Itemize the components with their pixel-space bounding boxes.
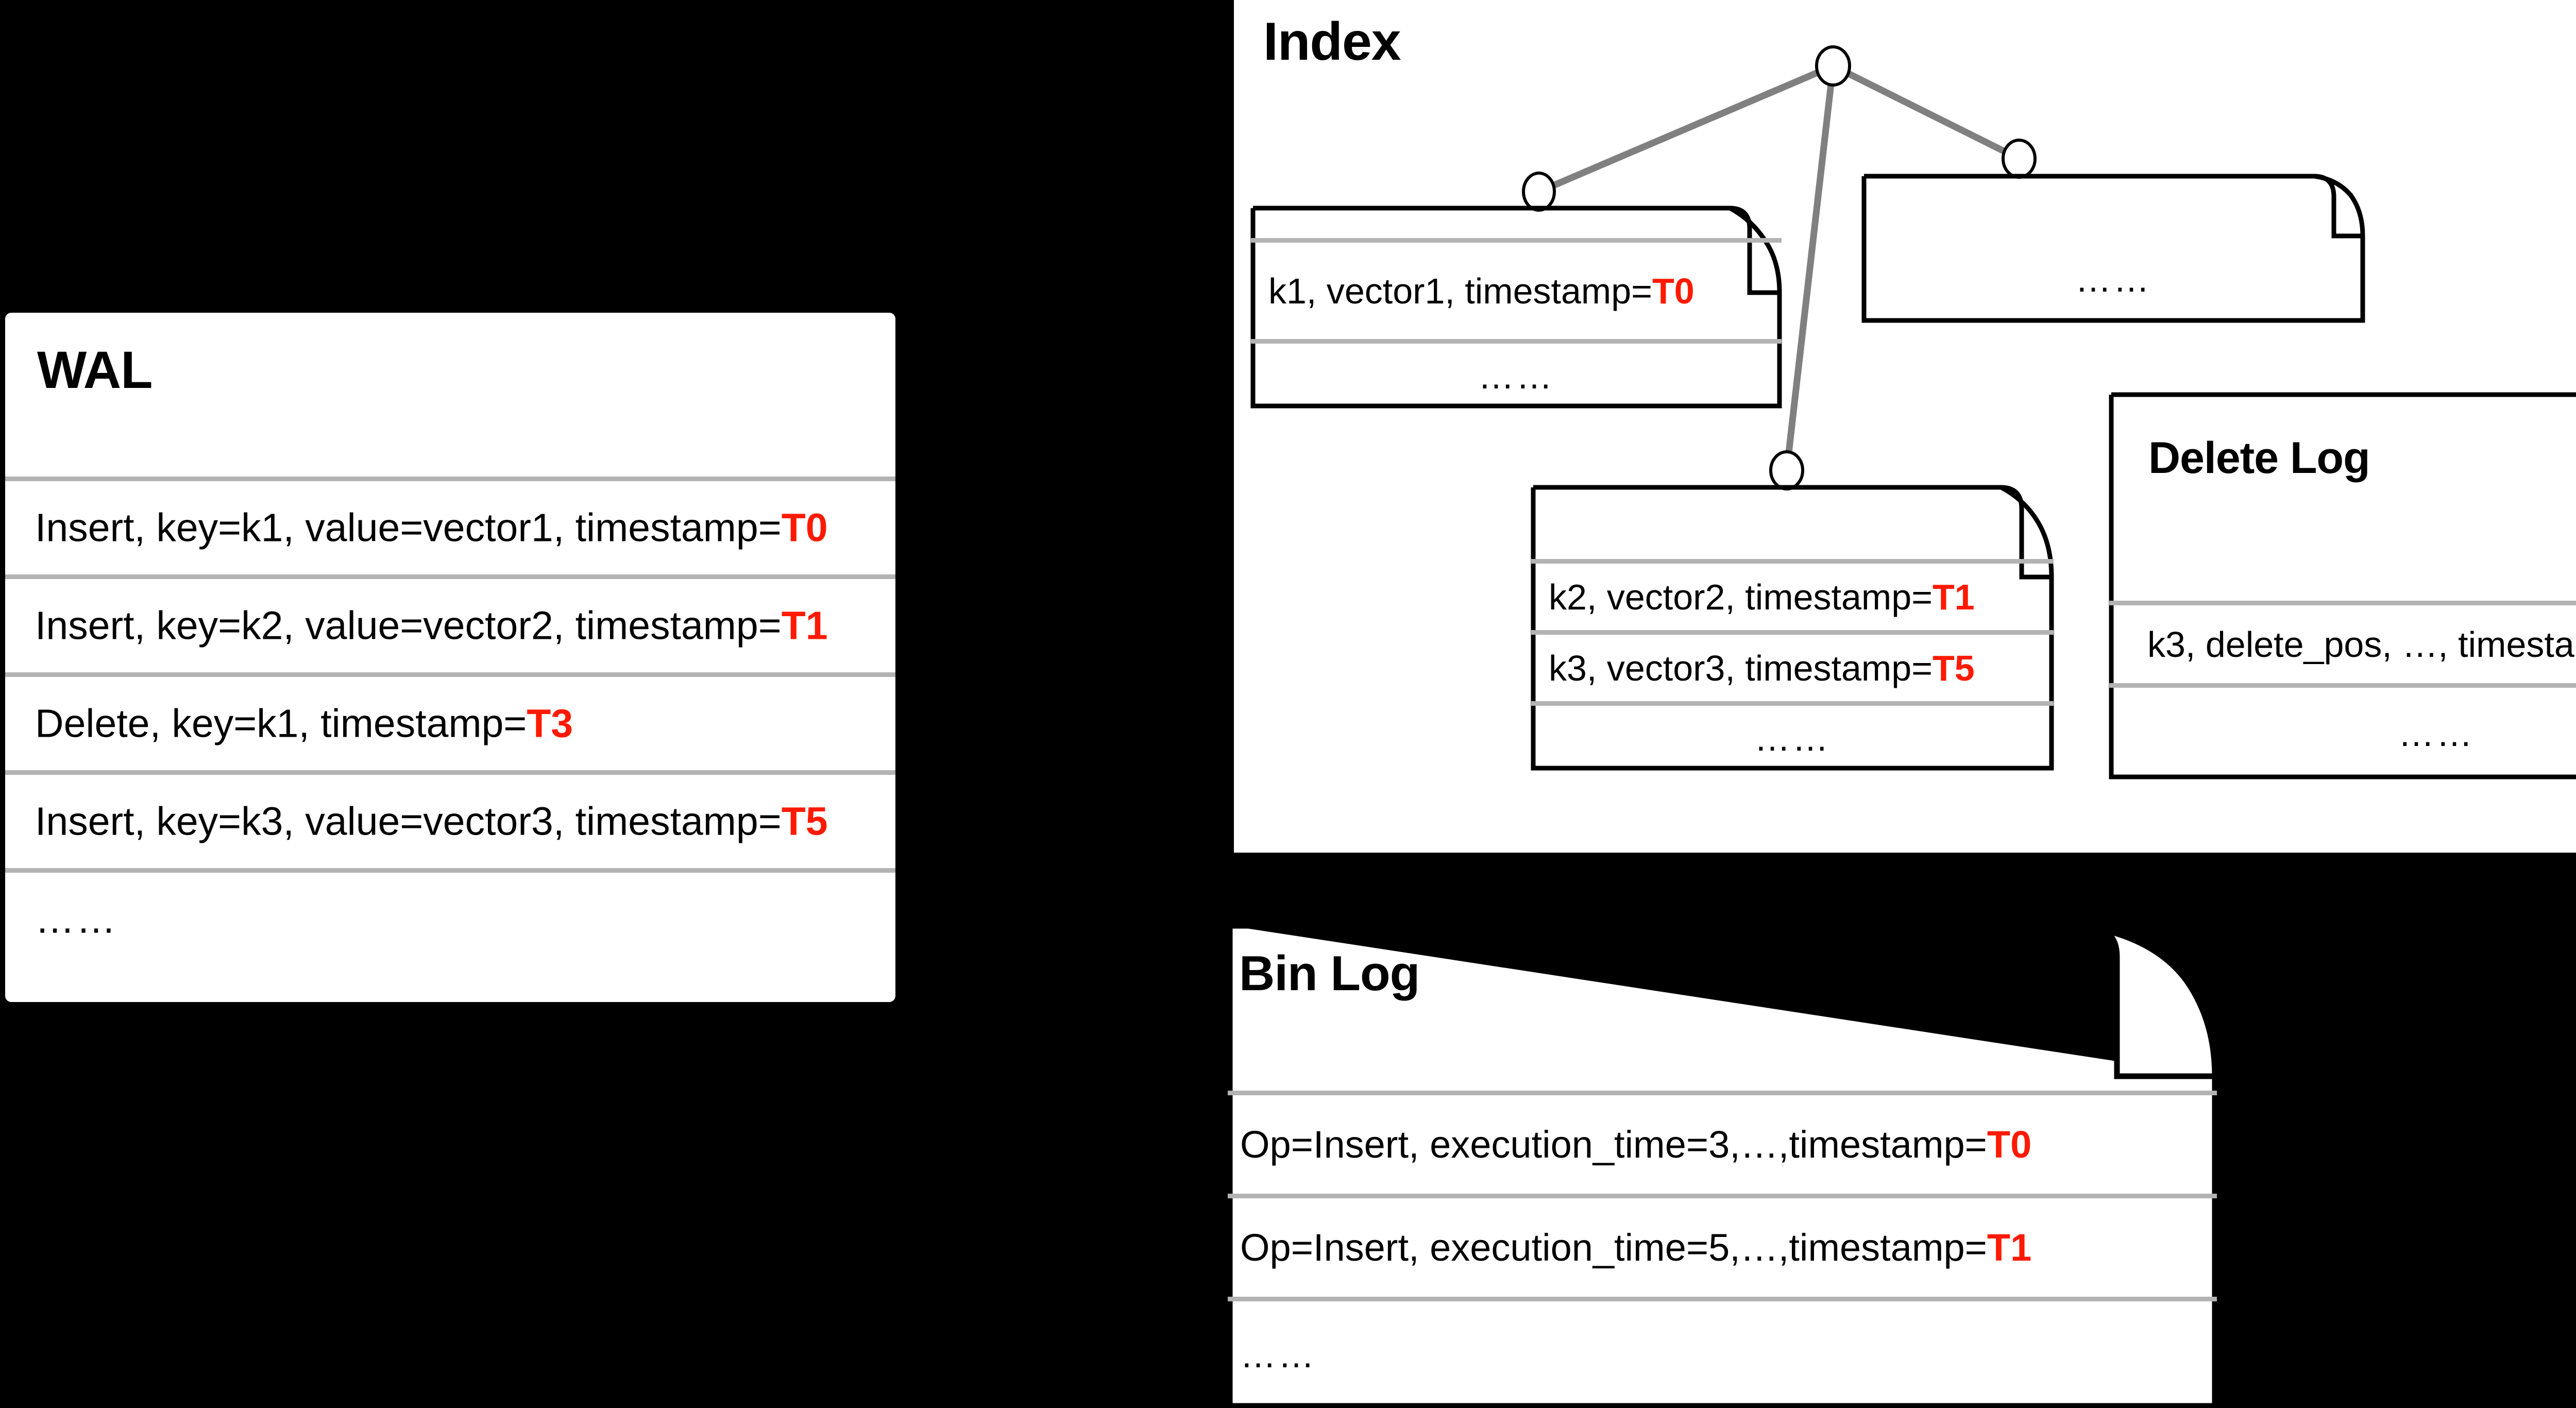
delete-log-title: Delete Log	[2148, 433, 2370, 483]
tree-node-root	[1815, 45, 1851, 87]
wal-row-text: Insert, key=k2, value=vector2, timestamp…	[35, 603, 828, 648]
card-row[interactable]: Op=Insert, execution_time=5,…,timestamp=…	[1228, 1194, 2217, 1297]
timestamp-badge: T3	[527, 701, 573, 745]
card-row-text: ……	[1754, 718, 1831, 758]
bin-log-card[interactable]: Bin Log Op=Insert, execution_time=3,…,ti…	[1227, 923, 2218, 1408]
timestamp-badge: T1	[781, 603, 828, 648]
index-leaf-card-dots[interactable]: ……	[1861, 174, 2365, 323]
timestamp-badge: T5	[781, 799, 828, 843]
index-leaf-card-k2-k3[interactable]: k2, vector2, timestamp=T1 k3, vector3, t…	[1531, 485, 2054, 771]
timestamp-badge: T5	[1933, 648, 1975, 688]
card-row-list: k1, vector1, timestamp=T0 ……	[1251, 238, 1782, 408]
card-row[interactable]: k3, delete_pos, …, timestamp=T3	[2109, 601, 2576, 683]
timestamp-badge: T0	[1987, 1123, 2032, 1166]
wal-title: WAL	[37, 341, 153, 399]
wal-row-text: Delete, key=k1, timestamp=T3	[35, 701, 573, 745]
wal-row-text: ……	[35, 897, 117, 941]
card-row-text: k3, vector3, timestamp=T5	[1549, 648, 1975, 688]
card-row-text: ……	[1240, 1334, 1316, 1375]
card-row[interactable]: k1, vector1, timestamp=T0	[1251, 238, 1782, 339]
folded-page-shape	[2109, 392, 2576, 779]
card-row-text: ……	[1478, 355, 1554, 396]
tree-node-right	[2002, 139, 2037, 179]
bin-log-title: Bin Log	[1239, 946, 1420, 1001]
card-row-text: Op=Insert, execution_time=3,…,timestamp=…	[1240, 1123, 2032, 1166]
wal-row[interactable]: Delete, key=k1, timestamp=T3	[5, 672, 895, 770]
folded-page-shape	[1861, 174, 2365, 323]
card-row-text: Op=Insert, execution_time=5,…,timestamp=…	[1240, 1226, 2032, 1269]
folded-page-shape	[1250, 206, 1782, 409]
card-row-ellipsis: ……	[2109, 683, 2576, 779]
wal-row-list: Insert, key=k1, value=vector1, timestamp…	[5, 477, 895, 966]
index-tree	[1522, 45, 2037, 490]
tree-nodes	[1522, 45, 2037, 490]
card-row-text: k3, delete_pos, …, timestamp=T3	[2147, 624, 2576, 665]
card-row-ellipsis: ……	[1531, 701, 2054, 770]
tree-edges	[1537, 63, 2021, 471]
card-row-text: ……	[2075, 259, 2151, 299]
card-row-text: k1, vector1, timestamp=T0	[1268, 270, 1694, 311]
timestamp-badge: T1	[1933, 576, 1975, 617]
card-row-list: k3, delete_pos, …, timestamp=T3 ……	[2109, 601, 2576, 779]
card-row-text: k2, vector2, timestamp=T1	[1549, 576, 1975, 617]
index-leaf-card-k1[interactable]: k1, vector1, timestamp=T0 ……	[1250, 206, 1782, 409]
card-row-ellipsis: ……	[1251, 339, 1782, 408]
tree-edge-root-left	[1537, 63, 1835, 195]
wal-row-text: Insert, key=k1, value=vector1, timestamp…	[35, 505, 828, 550]
wal-row[interactable]: Insert, key=k2, value=vector2, timestamp…	[5, 574, 895, 672]
card-row[interactable]: k3, vector3, timestamp=T5	[1531, 630, 2054, 701]
folded-page-shape	[1531, 485, 2054, 771]
folded-page-shape	[1227, 923, 2218, 1408]
card-row-list: Op=Insert, execution_time=3,…,timestamp=…	[1228, 1091, 2217, 1408]
card-row-text: ……	[2398, 713, 2475, 754]
wal-row-text: Insert, key=k3, value=vector3, timestamp…	[35, 799, 828, 843]
index-title: Index	[1263, 12, 1401, 72]
wal-row[interactable]: Insert, key=k1, value=vector1, timestamp…	[5, 477, 895, 574]
card-row-ellipsis: ……	[1228, 1297, 2217, 1408]
delete-log-card[interactable]: Delete Log k3, delete_pos, …, timestamp=…	[2109, 392, 2576, 779]
wal-row-ellipsis: ……	[5, 868, 895, 966]
timestamp-badge: T1	[1987, 1226, 2032, 1269]
tree-edge-root-right	[1832, 63, 2021, 162]
timestamp-badge: T0	[781, 505, 828, 550]
tree-node-left	[1522, 172, 1556, 212]
timestamp-badge: T0	[1652, 270, 1694, 311]
card-row[interactable]: Op=Insert, execution_time=3,…,timestamp=…	[1228, 1091, 2217, 1194]
card-row-list: k2, vector2, timestamp=T1 k3, vector3, t…	[1531, 559, 2054, 770]
card-row-list: ……	[1862, 236, 2365, 323]
card-row[interactable]: k2, vector2, timestamp=T1	[1531, 559, 2054, 630]
wal-row[interactable]: Insert, key=k3, value=vector3, timestamp…	[5, 770, 895, 868]
card-row-ellipsis: ……	[1862, 236, 2365, 323]
wal-panel	[5, 313, 895, 1002]
tree-edge-root-middle	[1783, 65, 1837, 471]
tree-node-middle	[1769, 450, 1804, 490]
